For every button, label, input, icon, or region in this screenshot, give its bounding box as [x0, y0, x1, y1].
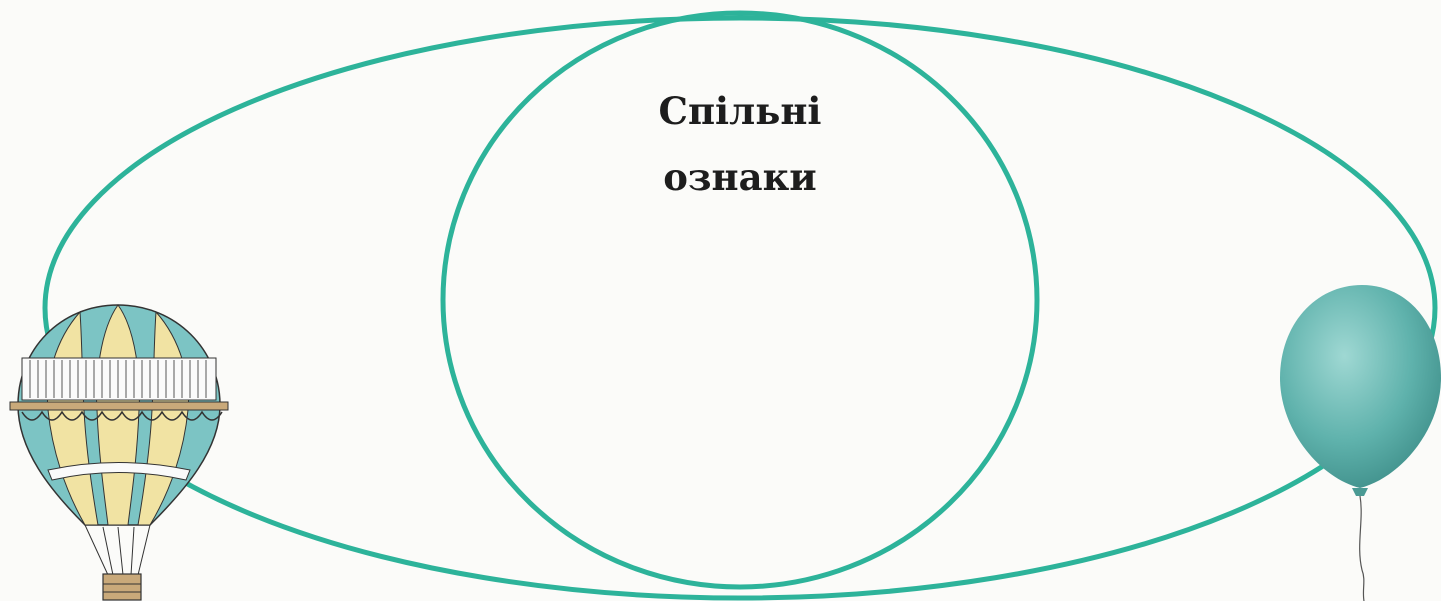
intersection-label: Спільні ознаки [610, 78, 870, 210]
hot-air-balloon-icon [10, 305, 228, 600]
intersection-label-line2: ознаки [610, 144, 870, 210]
intersection-label-line1: Спільні [610, 78, 870, 144]
toy-balloon-icon [1280, 285, 1441, 601]
